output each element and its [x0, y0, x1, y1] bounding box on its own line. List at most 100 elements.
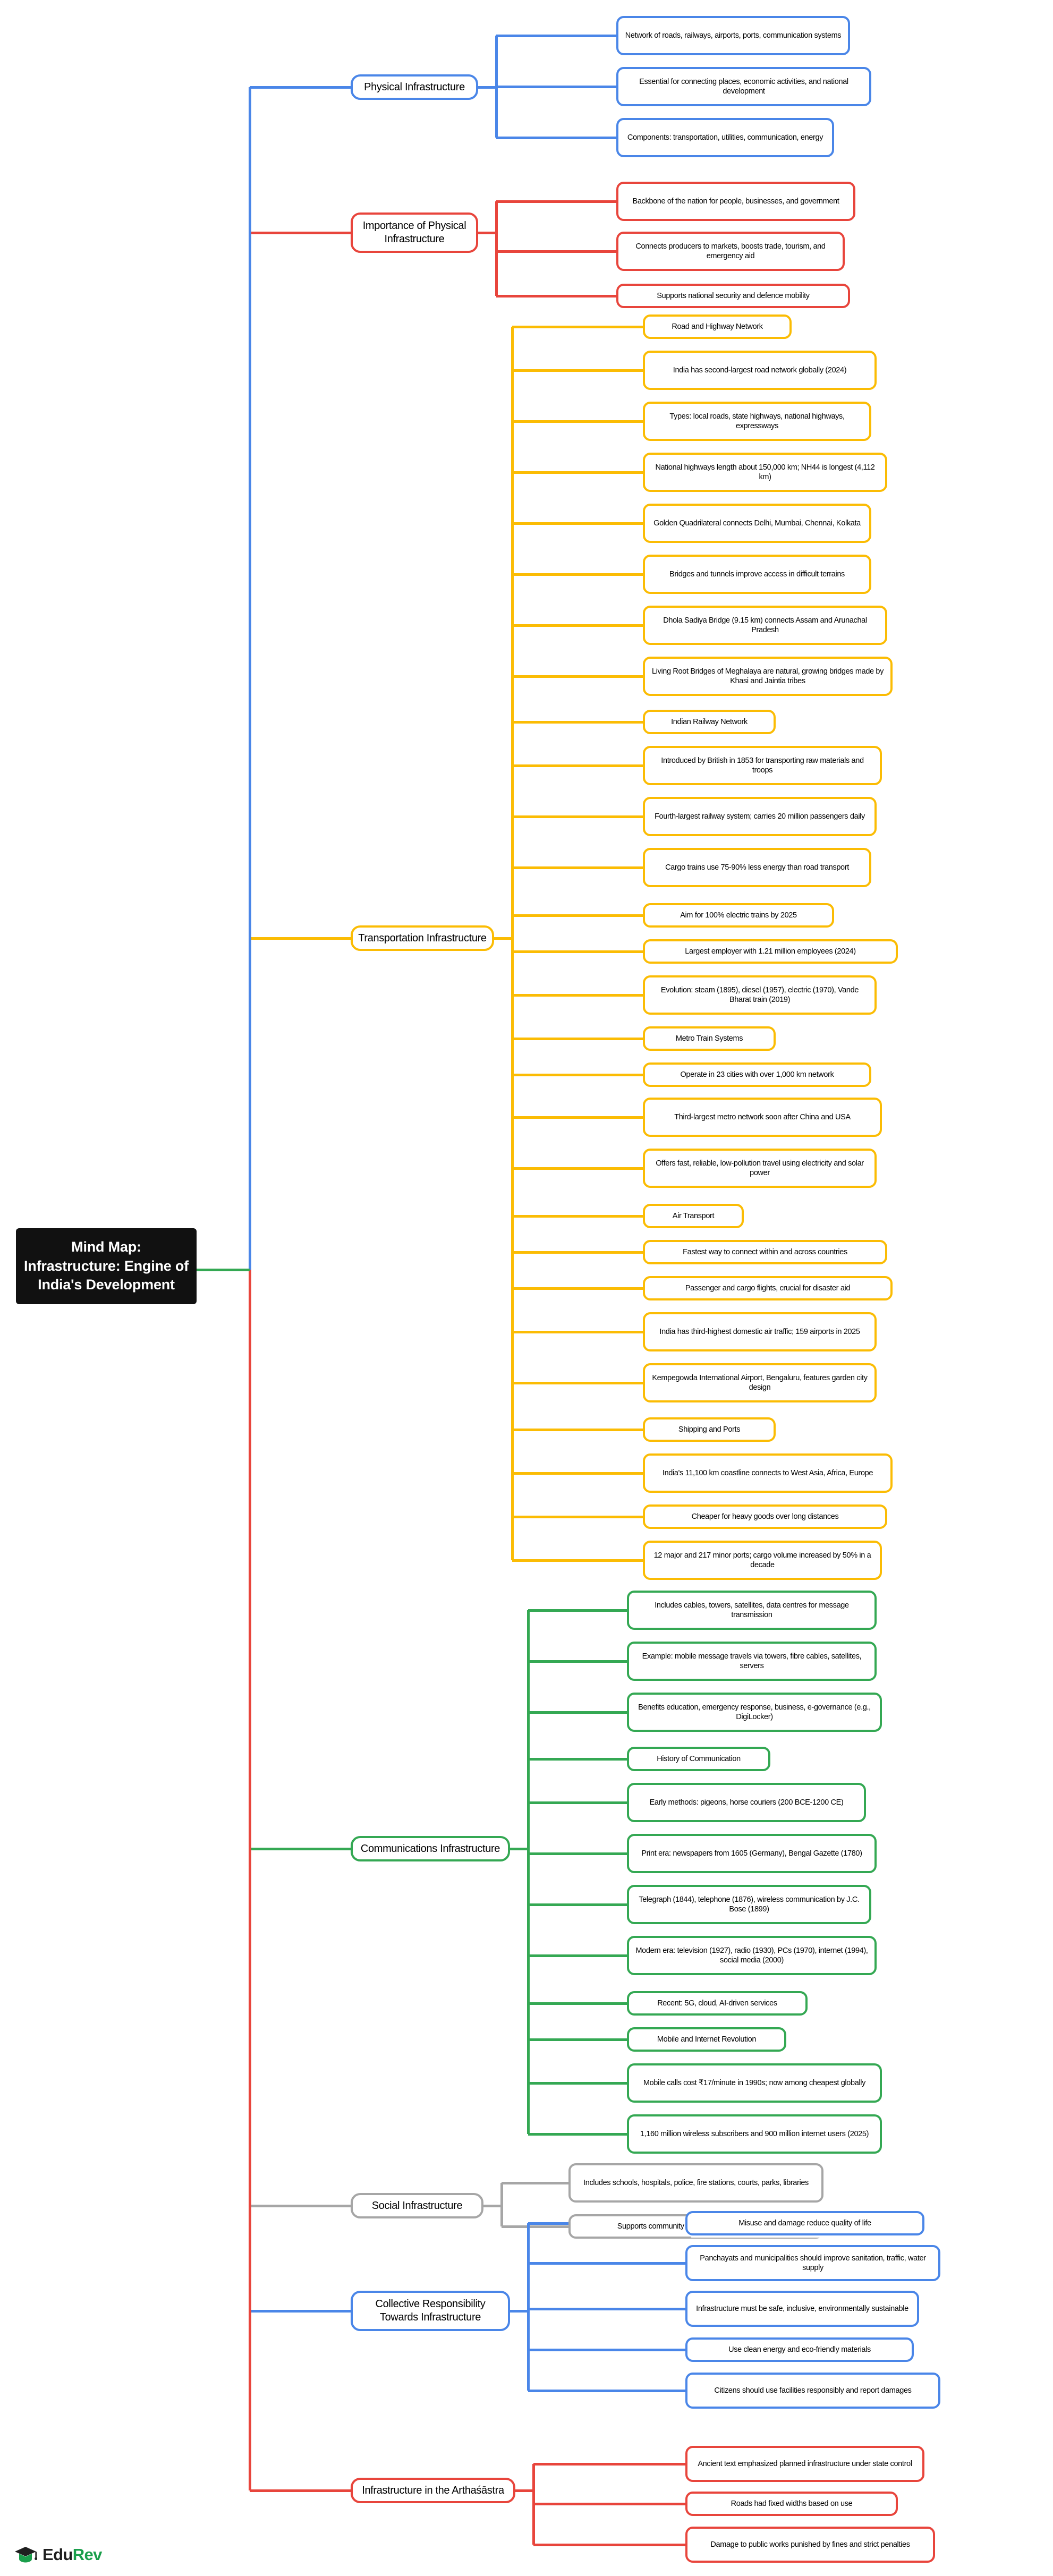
node-label: Misuse and damage reduce quality of life	[738, 2218, 871, 2228]
leaf-node-transportation-infrastructure-21[interactable]: Fastest way to connect within and across…	[643, 1240, 887, 1266]
leaf-node-social-infrastructure-1[interactable]: Includes schools, hospitals, police, fir…	[568, 2163, 823, 2205]
leaf-node-transportation-infrastructure-18[interactable]: Third-largest metro network soon after C…	[643, 1098, 882, 1139]
leaf-node-transportation-infrastructure-1[interactable]: Road and Highway Network	[643, 314, 792, 341]
node-label: Evolution: steam (1895), diesel (1957), …	[660, 985, 859, 1004]
edurev-logo[interactable]: EduRev	[14, 2545, 102, 2564]
leaf-node-transportation-infrastructure-24[interactable]: Kempegowda International Airport, Bengal…	[643, 1363, 877, 1405]
edge-communications-infrastructure-leaf-3	[528, 1711, 627, 1714]
edge-social-infrastructure-leaf-1	[502, 2182, 568, 2184]
edge-transportation-infrastructure-leaf-27	[512, 1516, 643, 1518]
edge-social-infrastructure-leaf-2	[502, 2225, 568, 2228]
leaf-node-communications-infrastructure-2[interactable]: Example: mobile message travels via towe…	[627, 1642, 877, 1683]
leaf-node-communications-infrastructure-4[interactable]: History of Communication	[627, 1747, 770, 1773]
leaf-node-transportation-infrastructure-12[interactable]: Cargo trains use 75-90% less energy than…	[643, 848, 871, 889]
branch-node-social-infrastructure[interactable]: Social Infrastructure	[351, 2193, 483, 2221]
node-label: Print era: newspapers from 1605 (Germany…	[641, 1849, 862, 1858]
leaf-node-importance-of-physical-infrastructure-3[interactable]: Supports national security and defence m…	[616, 284, 850, 310]
leaf-node-communications-infrastructure-8[interactable]: Modern era: television (1927), radio (19…	[627, 1936, 877, 1977]
leaf-node-transportation-infrastructure-17[interactable]: Operate in 23 cities with over 1,000 km …	[643, 1062, 871, 1089]
leaf-node-collective-responsibility-towards-infrastructure-1[interactable]: Misuse and damage reduce quality of life	[685, 2211, 924, 2238]
child-spine-importance-of-physical-infrastructure	[495, 201, 498, 296]
leaf-node-transportation-infrastructure-9[interactable]: Indian Railway Network	[643, 710, 776, 736]
edge-root-to-collective-responsibility-towards-infrastructure	[250, 2310, 351, 2313]
leaf-node-transportation-infrastructure-7[interactable]: Dhola Sadiya Bridge (9.15 km) connects A…	[643, 606, 887, 647]
edge-transportation-infrastructure-leaf-28	[512, 1559, 643, 1562]
leaf-node-transportation-infrastructure-10[interactable]: Introduced by British in 1853 for transp…	[643, 746, 882, 787]
leaf-node-communications-infrastructure-5[interactable]: Early methods: pigeons, horse couriers (…	[627, 1783, 866, 1824]
node-label: Social Infrastructure	[371, 2199, 463, 2212]
leaf-node-transportation-infrastructure-19[interactable]: Offers fast, reliable, low-pollution tra…	[643, 1149, 877, 1190]
leaf-node-physical-infrastructure-2[interactable]: Essential for connecting places, economi…	[616, 67, 871, 108]
edge-communications-infrastructure-leaf-2	[528, 1660, 627, 1663]
edge-transportation-infrastructure-leaf-18	[512, 1116, 643, 1119]
leaf-node-transportation-infrastructure-6[interactable]: Bridges and tunnels improve access in di…	[643, 555, 871, 596]
leaf-node-transportation-infrastructure-14[interactable]: Largest employer with 1.21 million emplo…	[643, 939, 898, 966]
leaf-node-physical-infrastructure-1[interactable]: Network of roads, railways, airports, po…	[616, 16, 850, 57]
edge-transportation-infrastructure-leaf-9	[512, 721, 643, 724]
leaf-node-communications-infrastructure-3[interactable]: Benefits education, emergency response, …	[627, 1693, 882, 1734]
node-label: Transportation Infrastructure	[358, 932, 487, 944]
node-label: Mobile calls cost ₹17/minute in 1990s; n…	[643, 2078, 866, 2087]
node-label: Infrastructure in the Arthaśāstra	[362, 2484, 504, 2496]
leaf-node-transportation-infrastructure-26[interactable]: India's 11,100 km coastline connects to …	[643, 1453, 893, 1495]
leaf-node-communications-infrastructure-11[interactable]: Mobile calls cost ₹17/minute in 1990s; n…	[627, 2063, 882, 2105]
leaf-node-communications-infrastructure-10[interactable]: Mobile and Internet Revolution	[627, 2027, 786, 2054]
root-node[interactable]: Mind Map: Infrastructure: Engine of Indi…	[16, 1228, 197, 1304]
leaf-node-infrastructure-in-the-arthashastra-2[interactable]: Roads had fixed widths based on use	[685, 2492, 898, 2518]
node-label: Collective Responsibility Towards Infras…	[375, 2298, 486, 2323]
edge-transportation-infrastructure-leaf-16	[512, 1038, 643, 1040]
leaf-node-transportation-infrastructure-4[interactable]: National highways length about 150,000 k…	[643, 453, 887, 494]
leaf-node-collective-responsibility-towards-infrastructure-2[interactable]: Panchayats and municipalities should imp…	[685, 2245, 940, 2283]
leaf-node-transportation-infrastructure-13[interactable]: Aim for 100% electric trains by 2025	[643, 903, 834, 930]
branch-node-collective-responsibility-towards-infrastructure[interactable]: Collective Responsibility Towards Infras…	[351, 2291, 510, 2333]
node-label: Example: mobile message travels via towe…	[642, 1652, 862, 1670]
leaf-node-importance-of-physical-infrastructure-2[interactable]: Connects producers to markets, boosts tr…	[616, 232, 845, 273]
leaf-node-communications-infrastructure-9[interactable]: Recent: 5G, cloud, AI-driven services	[627, 1991, 808, 2018]
node-label: 1,160 million wireless subscribers and 9…	[640, 2129, 869, 2138]
node-label: Aim for 100% electric trains by 2025	[680, 911, 797, 920]
leaf-node-transportation-infrastructure-22[interactable]: Passenger and cargo flights, crucial for…	[643, 1276, 893, 1303]
leaf-node-infrastructure-in-the-arthashastra-1[interactable]: Ancient text emphasized planned infrastr…	[685, 2446, 924, 2484]
edge-communications-infrastructure-leaf-8	[528, 1954, 627, 1957]
leaf-node-importance-of-physical-infrastructure-1[interactable]: Backbone of the nation for people, busin…	[616, 182, 855, 223]
branch-node-communications-infrastructure[interactable]: Communications Infrastructure	[351, 1836, 510, 1864]
branch-node-physical-infrastructure[interactable]: Physical Infrastructure	[351, 74, 478, 102]
node-label: Infrastructure must be safe, inclusive, …	[696, 2304, 908, 2313]
leaf-node-transportation-infrastructure-15[interactable]: Evolution: steam (1895), diesel (1957), …	[643, 975, 877, 1017]
leaf-node-transportation-infrastructure-2[interactable]: India has second-largest road network gl…	[643, 351, 877, 392]
node-label: Mobile and Internet Revolution	[657, 2035, 757, 2044]
branch-node-importance-of-physical-infrastructure[interactable]: Importance of Physical Infrastructure	[351, 212, 478, 255]
leaf-node-transportation-infrastructure-5[interactable]: Golden Quadrilateral connects Delhi, Mum…	[643, 504, 871, 545]
child-spine-communications-infrastructure	[527, 1610, 530, 2134]
leaf-node-transportation-infrastructure-16[interactable]: Metro Train Systems	[643, 1026, 776, 1053]
leaf-node-communications-infrastructure-1[interactable]: Includes cables, towers, satellites, dat…	[627, 1591, 877, 1632]
leaf-node-transportation-infrastructure-11[interactable]: Fourth-largest railway system; carries 2…	[643, 797, 877, 838]
leaf-node-infrastructure-in-the-arthashastra-3[interactable]: Damage to public works punished by fines…	[685, 2527, 935, 2565]
node-label: Citizens should use facilities responsib…	[714, 2386, 912, 2395]
edge-branch-stub-infrastructure-in-the-arthashastra	[515, 2489, 533, 2492]
leaf-node-communications-infrastructure-12[interactable]: 1,160 million wireless subscribers and 9…	[627, 2114, 882, 2156]
leaf-node-collective-responsibility-towards-infrastructure-5[interactable]: Citizens should use facilities responsib…	[685, 2373, 940, 2411]
leaf-node-physical-infrastructure-3[interactable]: Components: transportation, utilities, c…	[616, 118, 834, 159]
leaf-node-transportation-infrastructure-23[interactable]: India has third-highest domestic air tra…	[643, 1312, 877, 1354]
edge-communications-infrastructure-leaf-5	[528, 1801, 627, 1804]
leaf-node-communications-infrastructure-6[interactable]: Print era: newspapers from 1605 (Germany…	[627, 1834, 877, 1875]
leaf-node-communications-infrastructure-7[interactable]: Telegraph (1844), telephone (1876), wire…	[627, 1885, 871, 1926]
node-label: History of Communication	[657, 1754, 741, 1763]
branch-node-infrastructure-in-the-arthashastra[interactable]: Infrastructure in the Arthaśāstra	[351, 2478, 515, 2505]
edge-transportation-infrastructure-leaf-6	[512, 573, 643, 576]
node-label: Includes schools, hospitals, police, fir…	[583, 2178, 809, 2187]
node-label: Supports national security and defence m…	[657, 291, 810, 300]
leaf-node-collective-responsibility-towards-infrastructure-4[interactable]: Use clean energy and eco-friendly materi…	[685, 2337, 914, 2364]
leaf-node-collective-responsibility-towards-infrastructure-3[interactable]: Infrastructure must be safe, inclusive, …	[685, 2291, 919, 2329]
leaf-node-transportation-infrastructure-3[interactable]: Types: local roads, state highways, nati…	[643, 402, 871, 443]
leaf-node-transportation-infrastructure-28[interactable]: 12 major and 217 minor ports; cargo volu…	[643, 1541, 882, 1582]
leaf-node-transportation-infrastructure-27[interactable]: Cheaper for heavy goods over long distan…	[643, 1504, 887, 1531]
leaf-node-transportation-infrastructure-25[interactable]: Shipping and Ports	[643, 1417, 776, 1444]
leaf-node-transportation-infrastructure-8[interactable]: Living Root Bridges of Meghalaya are nat…	[643, 657, 893, 698]
edge-collective-responsibility-towards-infrastructure-leaf-3	[528, 2308, 685, 2310]
leaf-node-transportation-infrastructure-20[interactable]: Air Transport	[643, 1204, 744, 1230]
edge-root-to-infrastructure-in-the-arthashastra	[250, 2489, 351, 2492]
branch-node-transportation-infrastructure[interactable]: Transportation Infrastructure	[351, 925, 494, 953]
edge-communications-infrastructure-leaf-11	[528, 2082, 627, 2085]
